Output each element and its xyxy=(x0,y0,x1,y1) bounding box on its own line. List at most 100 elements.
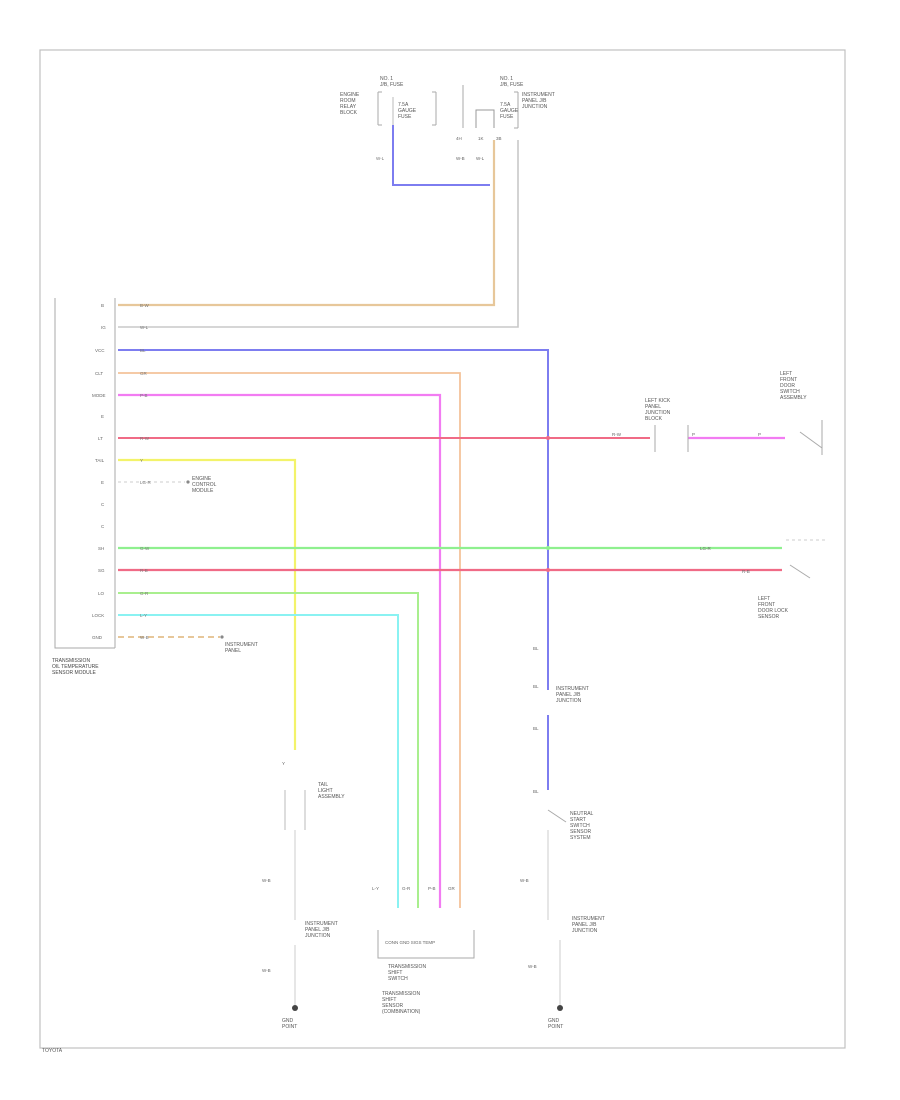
svg-text:SH: SH xyxy=(98,546,104,551)
svg-text:W-B: W-B xyxy=(262,878,271,883)
wire-fuse-blue xyxy=(392,125,490,186)
transmission-shift-switch: L-Y G-R P-B GR CONN GND SIGS TEMP TRANSM… xyxy=(372,886,475,1015)
svg-text:IG: IG xyxy=(101,325,106,330)
svg-text:BL: BL xyxy=(533,684,539,689)
svg-text:W-B: W-B xyxy=(456,156,465,161)
wire-code-gnd: W-B xyxy=(140,635,149,640)
wire-code-sh: G-W xyxy=(140,546,150,551)
svg-text:R-W: R-W xyxy=(612,432,622,437)
svg-text:BL: BL xyxy=(533,789,539,794)
svg-text:3B: 3B xyxy=(496,136,502,141)
svg-text:P: P xyxy=(692,432,695,437)
wire-clt-peach xyxy=(118,372,461,908)
wire-tail-yellow xyxy=(118,458,297,750)
svg-text:W-B: W-B xyxy=(262,968,271,973)
svg-text:W-B: W-B xyxy=(520,878,529,883)
wire-lo-lime xyxy=(118,592,419,908)
wire-code-b: W-L xyxy=(140,325,149,330)
svg-text:LOCK: LOCK xyxy=(92,613,104,618)
ground-left-symbol xyxy=(292,1005,298,1011)
wire-ig-tan xyxy=(118,140,496,307)
svg-text:P: P xyxy=(758,432,761,437)
wire-mode-magenta xyxy=(118,393,442,908)
wire-b-gray xyxy=(118,140,519,328)
svg-text:SG: SG xyxy=(98,568,105,573)
svg-text:BL: BL xyxy=(533,646,539,651)
svg-text:G-R: G-R xyxy=(402,886,411,891)
wire-code-tail: Y xyxy=(140,458,143,463)
svg-text:LT: LT xyxy=(98,436,103,441)
svg-text:C: C xyxy=(101,502,105,507)
wire-code-lock: L-Y xyxy=(140,613,147,618)
wire-code-e: LG-R xyxy=(140,480,152,485)
svg-text:LO: LO xyxy=(98,591,105,596)
svg-text:B: B xyxy=(101,303,104,308)
svg-text:MODE: MODE xyxy=(92,393,106,398)
svg-text:C: C xyxy=(101,524,105,529)
svg-text:BL: BL xyxy=(533,726,539,731)
svg-text:4H: 4H xyxy=(456,136,462,141)
wire-vcc-blue xyxy=(118,349,549,690)
corner-tag: TOYOTA xyxy=(42,1048,63,1054)
trans-switch-pins: CONN GND SIGS TEMP xyxy=(385,940,435,945)
wire-code-ig: B-W xyxy=(140,303,150,308)
svg-text:W-L: W-L xyxy=(376,156,385,161)
svg-text:R-B: R-B xyxy=(742,569,750,574)
main-module-connector: B IG VCC CLT MODE E LT TAIL E C C SH SG … xyxy=(52,298,116,676)
diagram-frame xyxy=(39,49,846,1049)
wire-code-sg: R-B xyxy=(140,568,148,573)
svg-text:GR: GR xyxy=(448,886,456,891)
svg-text:LG-R: LG-R xyxy=(700,546,712,551)
wire-code-clt: GR xyxy=(140,371,148,376)
svg-text:VCC: VCC xyxy=(95,348,105,353)
wire-code-lo: G-R xyxy=(140,591,149,596)
wire-code-vcc: BL xyxy=(140,348,146,353)
wire-lock-cyan xyxy=(118,614,399,908)
svg-text:L-Y: L-Y xyxy=(372,886,379,891)
svg-text:W-L: W-L xyxy=(476,156,485,161)
svg-text:TAIL: TAIL xyxy=(95,458,105,463)
wire-code-mode: P-B xyxy=(140,393,148,398)
svg-text:E: E xyxy=(101,414,104,419)
svg-text:E: E xyxy=(101,480,104,485)
svg-text:GND: GND xyxy=(92,635,103,640)
ground-right-symbol xyxy=(557,1005,563,1011)
svg-text:Y: Y xyxy=(282,761,285,766)
svg-text:1K: 1K xyxy=(478,136,484,141)
svg-text:CLT: CLT xyxy=(95,371,103,376)
svg-text:P-B: P-B xyxy=(428,886,436,891)
wire-code-lt: R-W xyxy=(140,436,150,441)
svg-text:W-B: W-B xyxy=(528,964,537,969)
